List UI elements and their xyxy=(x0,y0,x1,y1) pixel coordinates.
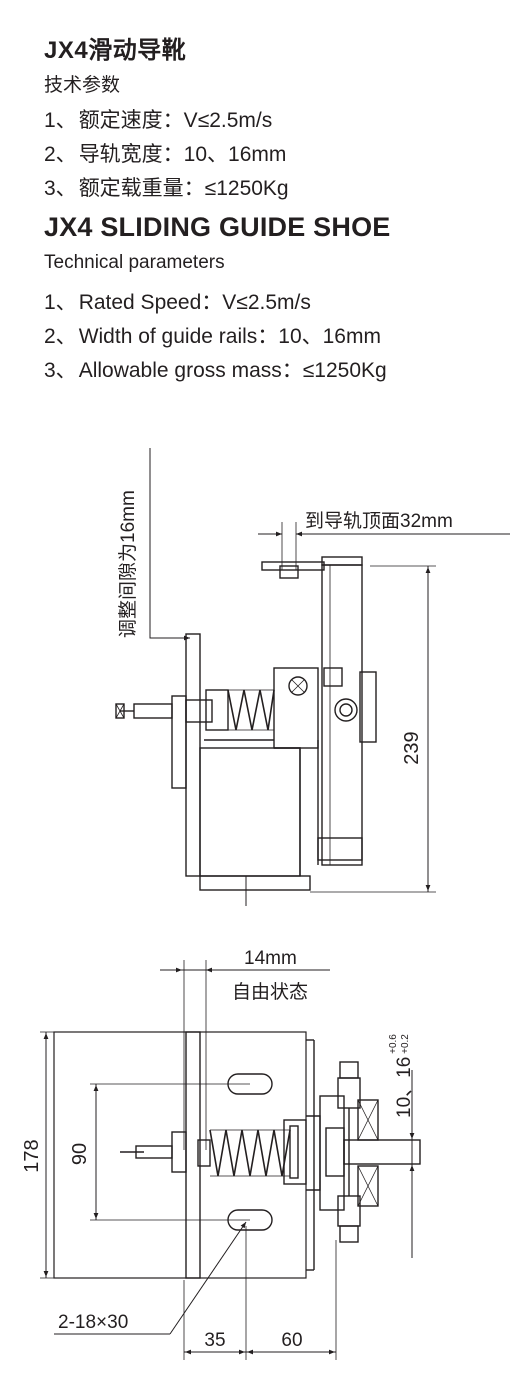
item-number: 2、 xyxy=(44,143,77,166)
gap-note: 调整间隙为16mm xyxy=(117,490,139,638)
item-text: Rated Speed：V≤2.5m/s xyxy=(78,291,311,314)
spec-cn-item: 3、额定载重量：≤1250Kg xyxy=(44,172,291,202)
item-number: 3、 xyxy=(44,359,77,382)
rail-width-dimension: 10、16 xyxy=(394,1057,415,1118)
rail-top-note: 到导轨顶面32mm xyxy=(305,510,453,532)
title-en: JX4 SLIDING GUIDE SHOE xyxy=(44,212,391,242)
spec-cn-item: 2、导轨宽度：10、16mm xyxy=(44,138,288,168)
dimension-60: 60 xyxy=(281,1330,302,1351)
item-text: 额定速度：V≤2.5m/s xyxy=(78,109,273,132)
tolerance-upper: +0.6 xyxy=(388,1034,399,1054)
title-cn: JX4滑动导靴 xyxy=(44,37,187,64)
item-number: 1、 xyxy=(44,109,77,132)
spec-en-item: 2、Width of guide rails：10、16mm xyxy=(44,320,383,350)
item-number: 2、 xyxy=(44,325,77,348)
subtitle-en: Technical parameters xyxy=(44,252,225,273)
item-text: 额定载重量：≤1250Kg xyxy=(78,177,289,200)
item-text: Allowable gross mass：≤1250Kg xyxy=(78,359,387,382)
top-view: 14mm 自由状态 178 90 xyxy=(21,948,421,1360)
hole-spec: 2-18×30 xyxy=(58,1312,128,1333)
spec-en-item: 3、Allowable gross mass：≤1250Kg xyxy=(44,354,389,384)
free-gap-dimension: 14mm xyxy=(244,948,297,969)
hole-spacing-dimension: 90 xyxy=(69,1143,91,1165)
item-text: 导轨宽度：10、16mm xyxy=(78,143,287,166)
tolerance-lower: +0.2 xyxy=(400,1034,411,1054)
free-state-note: 自由状态 xyxy=(232,981,308,1003)
height-dimension: 239 xyxy=(401,731,423,764)
item-number: 1、 xyxy=(44,291,77,314)
overall-height-dimension: 178 xyxy=(21,1139,43,1172)
item-text: Width of guide rails：10、16mm xyxy=(78,325,381,348)
spec-cn-item: 1、额定速度：V≤2.5m/s xyxy=(44,104,274,134)
subtitle-cn: 技术参数 xyxy=(44,75,121,96)
spec-en-item: 1、Rated Speed：V≤2.5m/s xyxy=(44,286,313,316)
side-view: 调整间隙为16mm 到导轨顶面32mm xyxy=(115,448,510,906)
item-number: 3、 xyxy=(44,177,77,200)
dimension-35: 35 xyxy=(204,1330,225,1351)
